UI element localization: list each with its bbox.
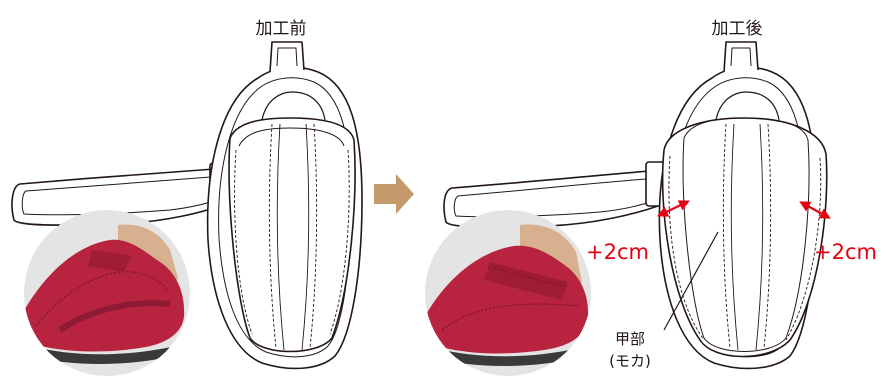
left-extension-label: +2cm — [586, 240, 649, 264]
left-width-dimension-arrow — [657, 200, 690, 217]
after-title: 加工後 — [712, 19, 763, 39]
right-width-dimension-arrow — [799, 201, 831, 219]
callout-leader-line — [663, 231, 719, 331]
callout-mocassin-label: (モカ) — [609, 352, 651, 370]
right-extension-label: +2cm — [814, 240, 877, 264]
photo-before-circle — [24, 210, 190, 376]
photo-after-circle — [425, 210, 591, 376]
before-title: 加工前 — [256, 19, 307, 39]
arrow-icon — [374, 174, 414, 214]
shoe-before-drawing — [11, 41, 363, 370]
callout-instep-label: 甲部 — [615, 330, 645, 348]
shoe-after-drawing — [443, 41, 828, 370]
